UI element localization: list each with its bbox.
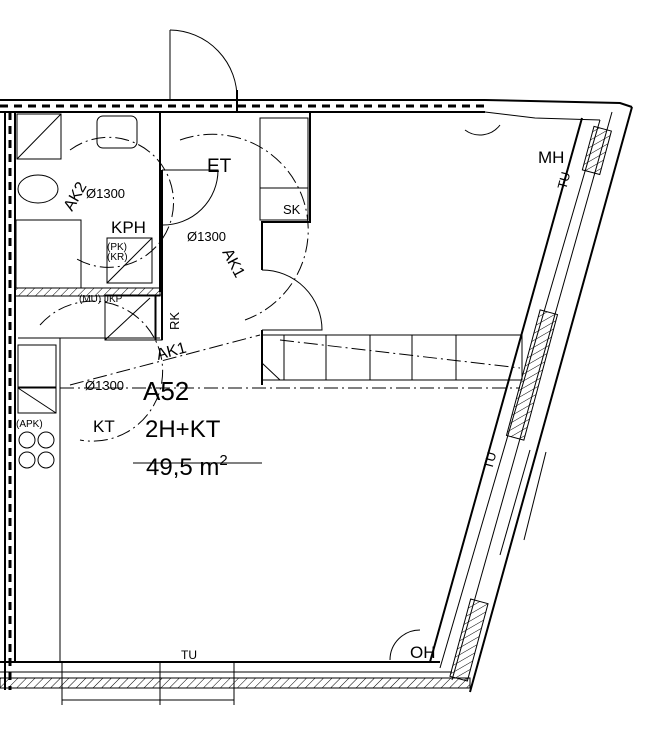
area-value: 49,5 m [146,454,219,481]
swing-arrow-icon [389,629,421,661]
toilet-icon [17,174,59,204]
bathroom [14,112,174,297]
entry-area [155,112,323,385]
label-apk: (APK) [16,419,43,430]
entrance-door [169,29,238,112]
room-label-entry: ET [207,156,232,177]
label-tu-right: TU [480,450,499,471]
kitchen [17,294,520,662]
turning-circle-bath: Ø1300 [86,186,125,201]
accessibility-ak1-kitchen: AK1 [155,340,189,364]
label-tu-bottom: TU [181,648,197,662]
label-tu-mh: TU [554,170,573,191]
room-label-bedroom: MH [538,148,564,167]
label-sk: SK [283,202,301,217]
exterior-walls [0,99,633,705]
sink-icon [96,115,138,149]
room-label-bathroom: KPH [111,218,146,237]
swing-arrow-icon [464,124,501,136]
label-jkp: (MU) JKP [79,294,123,305]
wardrobe-row [261,334,523,381]
apartment-id: A52 [143,376,189,406]
area-exponent: 2 [219,452,227,469]
turning-circle-kitchen: Ø1300 [85,378,124,393]
accessibility-ak1-entry: AK1 [218,246,247,281]
turning-circle-entry: Ø1300 [187,229,226,244]
label-pk: (PK) [107,242,127,253]
apartment-area: 49,5 m2 [146,452,228,481]
room-label-living: OH [410,643,436,662]
apartment-type: 2H+KT [145,416,221,443]
label-rk: RK [167,312,182,330]
label-kr: (KR) [107,252,128,263]
room-label-kitchen: KT [93,417,115,436]
